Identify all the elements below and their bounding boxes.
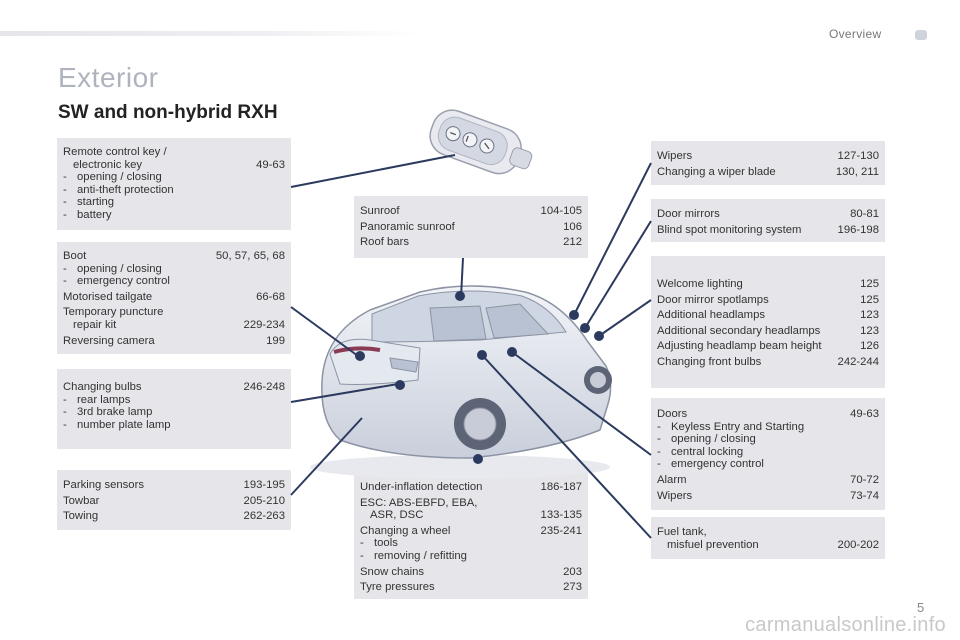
sub-item: -removing / refitting [360,549,467,562]
sub-item: -emergency control [63,275,170,288]
sub-item: -opening / closing [63,171,162,184]
sub-item: -3rd brake lamp [63,406,153,419]
entry-row: Temporary puncture [63,306,164,319]
sub-item: -starting [63,196,115,209]
sub-item: -tools [360,537,398,550]
section-label: Overview [829,27,882,41]
header-bar [0,31,420,36]
sub-item: -rear lamps [63,393,131,406]
sub-item: -central locking [657,445,744,458]
page-subtitle: SW and non-hybrid RXH [58,102,278,123]
entry-row: Remote control key / [63,146,167,158]
watermark: carmanualsonline.info [745,614,946,636]
sub-item: -emergency control [657,458,764,471]
entry-row: Fuel tank, [657,526,707,538]
sub-item: -opening / closing [657,433,756,446]
key-fob-image [429,109,533,175]
sub-item: -number plate lamp [63,418,171,431]
page-number: 5 [917,600,925,615]
sub-item: -Keyless Entry and Starting [657,420,805,433]
sub-item: -battery [63,208,112,221]
entry-row: ESC: ABS-EBFD, EBA, [360,496,478,509]
page-title: Exterior [58,62,159,93]
section-marker [915,30,927,40]
car-image [310,285,612,479]
sub-item: -opening / closing [63,262,162,275]
sub-item: -anti-theft protection [63,183,174,196]
